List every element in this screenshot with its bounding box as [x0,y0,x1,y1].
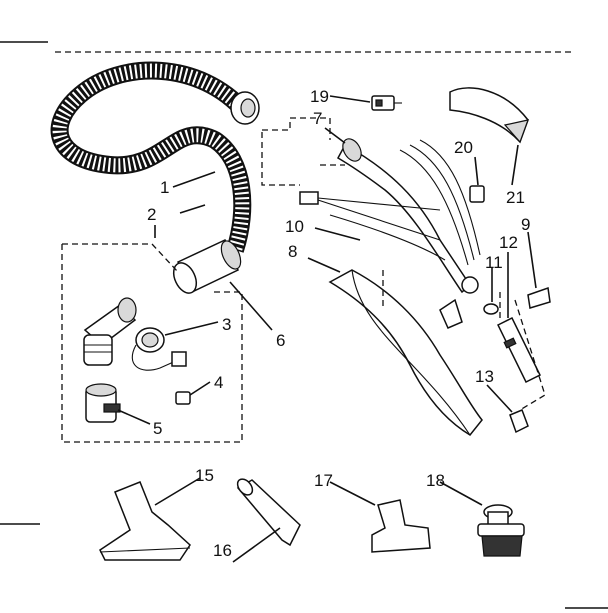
leader-lines [117,95,537,563]
handle [336,138,481,329]
callout-18: 18 [426,471,445,490]
bracket [527,286,551,309]
small-clip [509,409,529,434]
callout-4: 4 [214,373,223,392]
upholstery-tool [371,499,431,553]
callout-15: 15 [195,466,214,485]
dusting-brush [477,504,525,557]
wand [328,269,483,436]
washer [483,303,499,315]
callout-9: 9 [521,215,530,234]
callout-13: 13 [475,367,494,386]
callout-5: 5 [153,419,162,438]
callout-1: 1 [160,178,169,197]
callout-21: 21 [506,188,525,207]
spacer [469,185,485,203]
callout-20: 20 [454,138,473,157]
callout-12: 12 [499,233,518,252]
cord [329,214,446,261]
crevice-tool [236,478,301,547]
adapter-tube [496,316,542,384]
end-cap [449,87,529,144]
wire-guide [262,117,331,140]
callout-10: 10 [285,217,304,236]
floor-tool [99,481,191,561]
callout-8: 8 [288,242,297,261]
hose [50,61,260,253]
switch [371,95,402,111]
callout-11: 11 [485,253,503,272]
callout-16: 16 [213,541,232,560]
collar [85,383,121,423]
callout-2: 2 [147,205,156,224]
kit-box [61,243,243,443]
callout-7: 7 [313,109,322,128]
callout-6: 6 [276,331,285,350]
callout-19: 19 [310,87,329,106]
swivel-assembly [83,297,137,366]
callout-17: 17 [314,471,333,490]
callout-3: 3 [222,315,231,334]
retaining-ring [131,327,187,371]
plug [299,191,441,241]
hose-cuff [172,238,242,294]
clip [175,391,191,405]
